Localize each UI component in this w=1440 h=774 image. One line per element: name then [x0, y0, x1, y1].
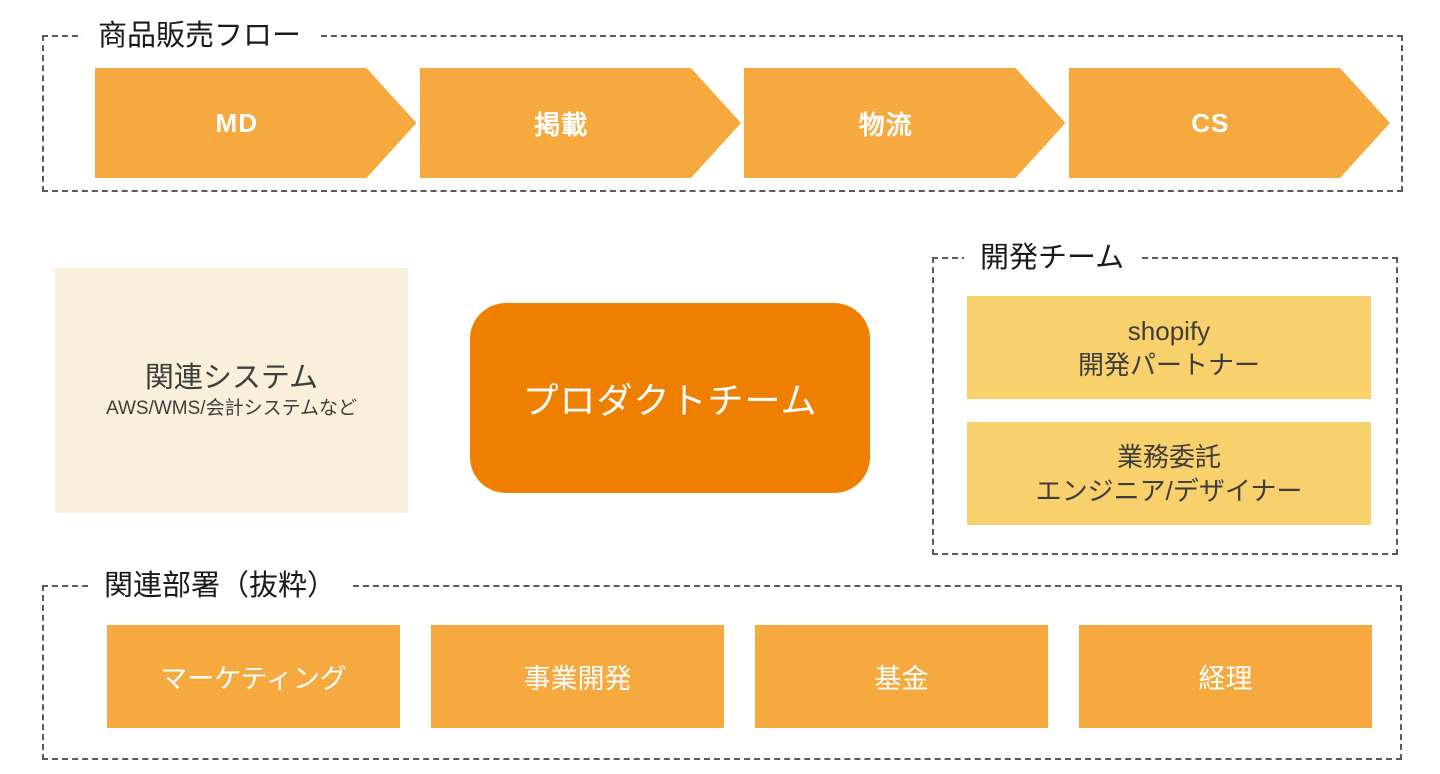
dev-team-group: 開発チーム shopify 開発パートナー 業務委託 エンジニア/デザイナー — [932, 238, 1398, 555]
related-systems-title: 関連システム — [144, 361, 319, 394]
dept-marketing: マーケティング — [107, 625, 400, 728]
dept-accounting: 経理 — [1079, 625, 1372, 728]
dept-fund: 基金 — [755, 625, 1048, 728]
sales-flow-group: 商品販売フロー MD 掲載 物流 CS — [42, 16, 1403, 192]
sales-flow-steps: MD 掲載 物流 CS — [95, 68, 1390, 178]
sales-flow-label: 商品販売フロー — [82, 16, 318, 56]
dev-member-contractors: 業務委託 エンジニア/デザイナー — [967, 422, 1371, 525]
flow-step-listing: 掲載 — [420, 68, 742, 178]
related-systems-box: 関連システム AWS/WMS/会計システムなど — [55, 268, 408, 513]
related-systems-subtitle: AWS/WMS/会計システムなど — [106, 397, 357, 419]
departments-row: マーケティング 事業開発 基金 経理 — [107, 625, 1372, 728]
dev-member-line2: エンジニア/デザイナー — [1035, 475, 1303, 506]
product-team-box: プロダクトチーム — [470, 303, 870, 493]
dev-team-label: 開発チーム — [964, 238, 1141, 278]
dev-member-line1: 業務委託 — [1116, 441, 1221, 472]
flow-step-logistics: 物流 — [744, 68, 1066, 178]
dev-team-members: shopify 開発パートナー 業務委託 エンジニア/デザイナー — [967, 296, 1371, 525]
departments-label: 関連部署（抜粋） — [88, 566, 353, 606]
dev-member-shopify-partner: shopify 開発パートナー — [967, 296, 1371, 399]
product-team-label: プロダクトチーム — [522, 380, 818, 421]
dev-member-line1: shopify — [1127, 315, 1211, 346]
flow-step-cs: CS — [1069, 68, 1391, 178]
dev-member-line2: 開発パートナー — [1077, 349, 1260, 380]
dept-business-development: 事業開発 — [431, 625, 724, 728]
flow-step-md: MD — [95, 68, 417, 178]
departments-group: 関連部署（抜粋） マーケティング 事業開発 基金 経理 — [42, 566, 1402, 760]
